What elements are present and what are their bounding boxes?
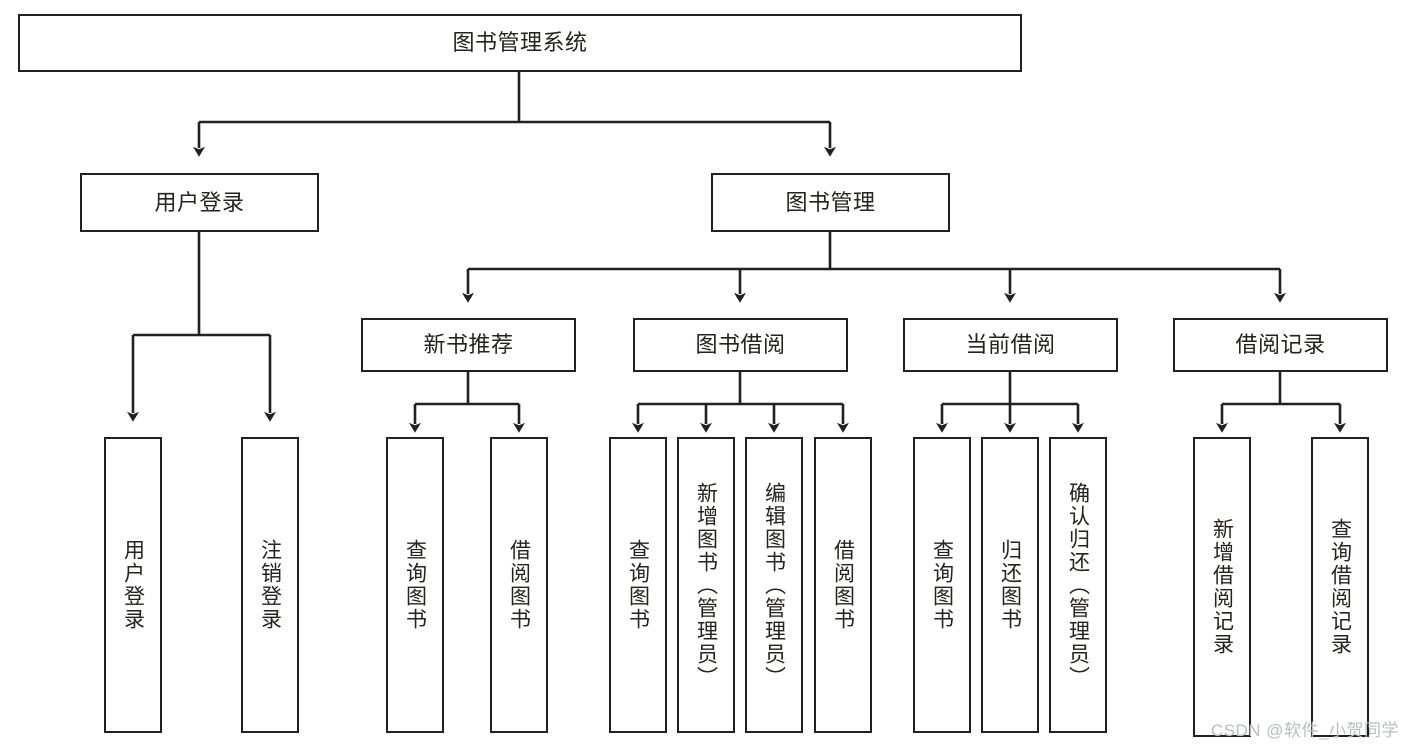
node-leaf-br-query-record-label: 查询借阅记录 [1328, 518, 1352, 656]
node-leaf-bb-query-book-label: 查询图书 [626, 539, 650, 631]
node-book-management-label: 图书管理 [785, 189, 876, 215]
node-leaf-nb-query-book[interactable]: 查询图书 [386, 437, 444, 733]
node-leaf-cb-confirm-return[interactable]: 确认归还（管理员） [1049, 437, 1107, 733]
node-root-label: 图书管理系统 [452, 30, 588, 56]
node-leaf-bb-borrow-book[interactable]: 借阅图书 [814, 437, 872, 733]
node-leaf-bb-borrow-book-label: 借阅图书 [831, 539, 855, 631]
node-leaf-bb-add-book[interactable]: 新增图书（管理员） [677, 437, 735, 733]
node-leaf-cb-query-book[interactable]: 查询图书 [913, 437, 971, 733]
node-current-borrow-label: 当前借阅 [965, 332, 1056, 358]
node-leaf-logout-label: 注销登录 [258, 539, 282, 631]
node-leaf-cb-query-book-label: 查询图书 [930, 539, 954, 631]
node-leaf-cb-return-book[interactable]: 归还图书 [981, 437, 1039, 733]
node-leaf-br-add-record-label: 新增借阅记录 [1210, 518, 1234, 656]
node-user-login-label: 用户登录 [154, 189, 245, 215]
node-leaf-bb-query-book[interactable]: 查询图书 [609, 437, 667, 733]
node-borrow-records-label: 借阅记录 [1235, 332, 1326, 358]
node-user-login[interactable]: 用户登录 [80, 173, 319, 232]
node-leaf-bb-edit-book[interactable]: 编辑图书（管理员） [745, 437, 803, 733]
node-leaf-nb-query-book-label: 查询图书 [403, 539, 427, 631]
node-book-management[interactable]: 图书管理 [711, 173, 950, 232]
node-leaf-cb-return-book-label: 归还图书 [998, 539, 1022, 631]
node-leaf-cb-confirm-return-label: 确认归还（管理员） [1066, 481, 1090, 689]
node-leaf-nb-borrow-book-label: 借阅图书 [507, 539, 531, 631]
node-leaf-user-login-label: 用户登录 [121, 539, 145, 631]
watermark: CSDN @软件_小贺同学 [1210, 721, 1399, 740]
node-current-borrow[interactable]: 当前借阅 [903, 318, 1118, 372]
node-book-borrow-label: 图书借阅 [695, 332, 786, 358]
node-leaf-logout[interactable]: 注销登录 [241, 437, 299, 733]
node-leaf-bb-add-book-label: 新增图书（管理员） [694, 481, 718, 689]
node-leaf-br-query-record[interactable]: 查询借阅记录 [1311, 437, 1369, 737]
node-root[interactable]: 图书管理系统 [18, 14, 1022, 72]
node-book-borrow[interactable]: 图书借阅 [633, 318, 848, 372]
node-new-book-recommend[interactable]: 新书推荐 [361, 318, 576, 372]
node-leaf-br-add-record[interactable]: 新增借阅记录 [1193, 437, 1251, 737]
node-new-book-recommend-label: 新书推荐 [423, 332, 514, 358]
node-borrow-records[interactable]: 借阅记录 [1173, 318, 1388, 372]
node-leaf-user-login[interactable]: 用户登录 [104, 437, 162, 733]
node-leaf-nb-borrow-book[interactable]: 借阅图书 [490, 437, 548, 733]
node-leaf-bb-edit-book-label: 编辑图书（管理员） [762, 481, 786, 689]
